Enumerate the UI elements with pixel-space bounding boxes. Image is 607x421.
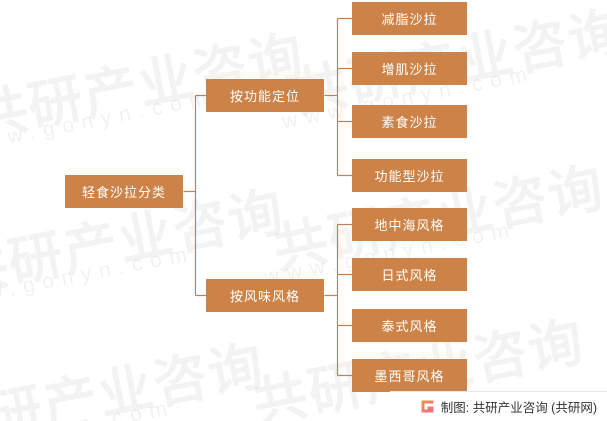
tree-leaf-node[interactable]: 增肌沙拉 (352, 52, 467, 85)
tree-node-label: 增肌沙拉 (381, 62, 438, 77)
tree-node-label: 地中海风格 (374, 218, 445, 233)
tree-leaf-node[interactable]: 地中海风格 (352, 208, 467, 241)
footer-divider (390, 391, 607, 392)
footer-credit-text: 制图: 共研产业咨询 (共研网) (440, 400, 597, 415)
tree-node-label: 墨西哥风格 (374, 369, 445, 384)
tree-leaf-node[interactable]: 素食沙拉 (352, 105, 467, 138)
tree-leaf-node[interactable]: 泰式风格 (352, 309, 467, 342)
tree-node-label: 轻食沙拉分类 (81, 185, 166, 200)
tree-node-label: 按风味风格 (229, 289, 300, 304)
tree-node-branch-function[interactable]: 按功能定位 (206, 79, 324, 112)
tree-node-label: 功能型沙拉 (374, 169, 445, 184)
tree-node-label: 按功能定位 (229, 89, 300, 104)
tree-node-label: 素食沙拉 (381, 115, 438, 130)
tree-node-label: 泰式风格 (381, 319, 438, 334)
tree-node-root[interactable]: 轻食沙拉分类 (65, 175, 183, 208)
tree-leaf-node[interactable]: 减脂沙拉 (352, 2, 467, 35)
tree-node-label: 日式风格 (381, 268, 438, 283)
tree-leaf-node[interactable]: 墨西哥风格 (352, 359, 467, 392)
tree-leaf-node[interactable]: 日式风格 (352, 258, 467, 291)
tree-node-branch-flavor[interactable]: 按风味风格 (206, 279, 324, 312)
tree-leaf-node[interactable]: 功能型沙拉 (352, 159, 467, 192)
footer-credit-bar: 制图: 共研产业咨询 (共研网) (0, 391, 607, 421)
tree-node-label: 减脂沙拉 (381, 12, 438, 27)
gonyn-g-logo-icon (421, 400, 434, 412)
